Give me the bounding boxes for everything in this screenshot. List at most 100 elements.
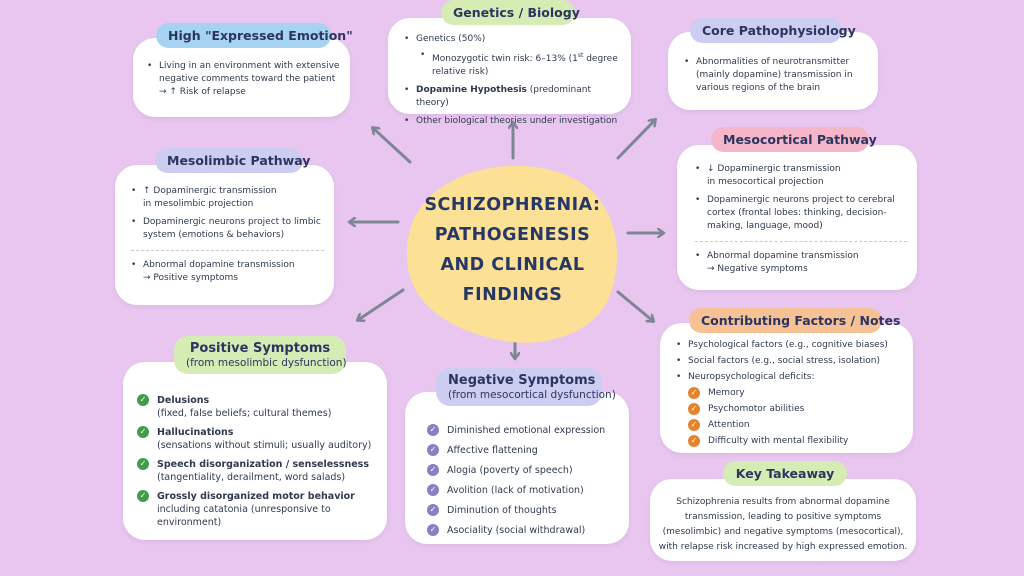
twin-risk-item: Monozygotic twin risk: 6–13% (1st degree… (420, 49, 623, 79)
mesocortical-divider (695, 241, 907, 242)
dopamine-hypothesis-rest: (predominant theory) (416, 85, 591, 108)
negative-title-text: Negative Symptoms (448, 373, 596, 388)
check-icon: ✓ (427, 504, 439, 516)
core-line-1: Abnormalities of neurotransmitter (696, 57, 850, 67)
mesocortical-item-1: ↓ Dopaminergic transmission in mesocortic… (695, 163, 907, 189)
deficit-label: Memory (708, 388, 745, 398)
positive-symptom-item: ✓ Hallucinations (sensations without sti… (137, 426, 379, 452)
negative-symptom-item: ✓Alogia (poverty of speech) (427, 464, 621, 477)
mesocortical-line-1b: in mesocortical projection (707, 177, 824, 187)
twin-risk-text-2: degree (583, 54, 618, 64)
deficit-item: ✓Memory (688, 387, 905, 400)
arrow-to-core (616, 120, 655, 160)
takeaway-line-1: Schizophrenia results from abnormal dopa… (676, 497, 890, 507)
check-icon: ✓ (137, 490, 149, 502)
main-title: SCHIZOPHRENIA: PATHOGENESIS AND CLINICAL… (405, 190, 620, 310)
mesocortical-line-1a: ↓ Dopaminergic transmission (707, 164, 841, 174)
takeaway-line-2: transmission, leading to positive sympto… (684, 512, 882, 522)
negative-symptom-item: ✓Avolition (lack of motivation) (427, 484, 621, 497)
negative-symptom-label: Alogia (poverty of speech) (447, 465, 573, 476)
negative-symptom-label: Affective flattening (447, 445, 538, 456)
central-topic: SCHIZOPHRENIA: PATHOGENESIS AND CLINICAL… (405, 160, 620, 345)
central-blob-shape (406, 165, 618, 343)
twin-risk-text-3: relative risk) (432, 67, 489, 77)
mesocortical-line-3a: Abnormal dopamine transmission (707, 251, 859, 261)
expressed-emotion-item: Living in an environment with extensive … (147, 60, 342, 99)
mesocortical-line-3b: → Negative symptoms (707, 264, 808, 274)
positive-label: Hallucinations (157, 427, 234, 438)
mesolimbic-item-2: Dopaminergic neurons project to limbicsy… (131, 216, 324, 242)
arrow-to-positive (358, 288, 405, 320)
positive-symptoms-title: Positive Symptoms (from mesolimbic dysfu… (174, 336, 347, 374)
mesolimbic-line-1b: in mesolimbic projection (143, 199, 254, 209)
psychological-factors-item: Psychological factors (e.g., cognitive b… (676, 339, 905, 352)
expressed-emotion-line-3: → ↑ Risk of relapse (159, 87, 246, 97)
neuropsych-deficits-item: Neuropsychological deficits: (676, 371, 905, 384)
negative-subtitle: (from mesocortical dysfunction) (448, 389, 616, 401)
twin-risk-sup: st (577, 52, 584, 59)
deficit-item: ✓ Psychomotor abilities (688, 403, 905, 416)
mesolimbic-title: Mesolimbic Pathway (155, 148, 310, 173)
expressed-emotion-line-1: Living in an environment with extensive (159, 61, 340, 71)
deficit-item: ✓ Difficulty with mental flexibility (688, 435, 905, 448)
negative-symptoms-card: ✓Diminished emotional expression ✓Affect… (405, 392, 629, 544)
genetics-card: Genetics (50%) Monozygotic twin risk: 6–… (388, 18, 631, 128)
check-icon: ✓ (137, 426, 149, 438)
mesolimbic-line-3a: Abnormal dopamine transmission (143, 260, 295, 270)
negative-symptom-label: Diminished emotional expression (447, 425, 606, 436)
mesocortical-item-3: Abnormal dopamine transmission → Negative… (695, 250, 907, 276)
deficit-label: Attention (708, 420, 750, 430)
check-icon: ✓ (688, 403, 700, 415)
check-icon: ✓ (427, 444, 439, 456)
mesocortical-item-2: Dopaminergic neurons project to cerebral… (695, 194, 907, 233)
positive-symptom-item: ✓ Delusions (fixed, false beliefs; cultu… (137, 394, 379, 420)
check-icon: ✓ (688, 419, 700, 431)
positive-detail: (sensations without stimuli; usually aud… (157, 440, 372, 451)
negative-symptoms-title: Negative Symptoms (from mesocortical dys… (436, 368, 616, 406)
takeaway-line-4: with relapse risk increased by high expr… (658, 542, 908, 552)
positive-label: Grossly disorganized motor behavior (157, 491, 355, 502)
key-takeaway-card: Schizophrenia results from abnormal dopa… (650, 479, 916, 561)
mesocortical-card: ↓ Dopaminergic transmission in mesocortic… (677, 145, 917, 290)
key-takeaway-title: Key Takeaway (723, 461, 847, 486)
mesolimbic-item-3: Abnormal dopamine transmission → Positive… (131, 259, 324, 285)
negative-symptom-label: Diminution of thoughts (447, 505, 557, 516)
deficit-label: Psychomotor abilities (708, 404, 805, 414)
contributing-factors-title: Contributing Factors / Notes (689, 308, 900, 333)
contributing-factors-card: Psychological factors (e.g., cognitive b… (660, 323, 913, 453)
core-line-2: (mainly dopamine) transmission in (696, 70, 853, 80)
positive-symptom-item: ✓ Speech disorganization / senselessness… (137, 458, 379, 484)
arrow-to-contributing (616, 290, 653, 321)
core-pathophysiology-title: Core Pathophysiology (690, 18, 856, 43)
check-icon: ✓ (137, 394, 149, 406)
mesocortical-title: Mesocortical Pathway (711, 127, 877, 152)
dopamine-hypothesis-item: Dopamine Hypothesis (predominant theory) (404, 84, 623, 110)
deficit-item: ✓ Attention (688, 419, 905, 432)
title-line-1: SCHIZOPHRENIA: (424, 195, 601, 215)
check-icon: ✓ (688, 435, 700, 447)
expressed-emotion-line-2: negative comments toward the patient (159, 74, 336, 84)
negative-symptom-label: Avolition (lack of motivation) (447, 485, 584, 496)
mesolimbic-line-2a: Dopaminergic neurons project to limbic (143, 217, 321, 227)
mesolimbic-line-3b: → Positive symptoms (143, 273, 238, 283)
check-icon: ✓ (137, 458, 149, 470)
arrow-to-expressed-emotion (373, 128, 412, 164)
title-line-3: AND CLINICAL (440, 255, 585, 275)
expressed-emotion-card: Living in an environment with extensive … (133, 38, 350, 117)
dopamine-hypothesis-label: Dopamine Hypothesis (416, 85, 527, 95)
negative-symptom-item: ✓Diminished emotional expression (427, 424, 621, 437)
deficit-label: Difficulty with mental flexibility (708, 436, 849, 446)
positive-symptoms-card: ✓ Delusions (fixed, false beliefs; cultu… (123, 362, 387, 540)
positive-detail: including catatonia (unresponsive to env… (157, 504, 331, 528)
title-line-2: PATHOGENESIS (434, 225, 591, 245)
core-line-3: various regions of the brain (696, 83, 821, 93)
positive-detail: (tangentiality, derailment, word salads) (157, 472, 346, 483)
mesocortical-line-2c: making, language, mood) (707, 221, 823, 231)
check-icon: ✓ (427, 524, 439, 536)
expressed-emotion-title: High "Expressed Emotion" (156, 23, 353, 48)
negative-symptom-item: ✓ Diminution of thoughts (427, 504, 621, 517)
positive-detail: (fixed, false beliefs; cultural themes) (157, 408, 332, 419)
key-takeaway-text: Schizophrenia results from abnormal dopa… (658, 495, 908, 555)
